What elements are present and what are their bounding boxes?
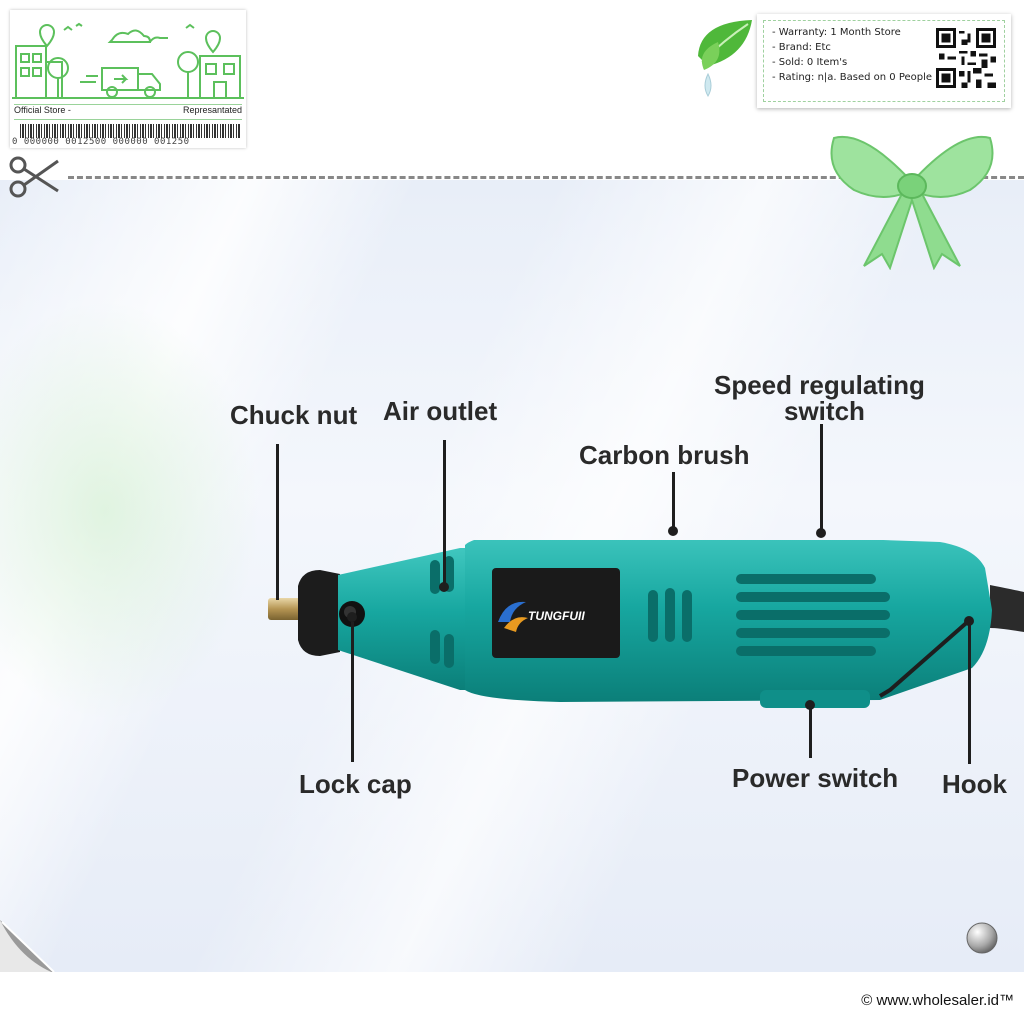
footer-strip	[0, 972, 1024, 1024]
cut-line	[68, 176, 1024, 179]
brand-text: - Brand: Etc	[772, 42, 831, 53]
carbon-brush-leader	[672, 472, 675, 530]
store-label-row: Official Store - Represantated	[14, 104, 242, 120]
power-switch-label: Power switch	[732, 763, 899, 793]
city-delivery-illustration	[12, 22, 244, 99]
qr-code	[936, 28, 996, 88]
product-info-box: - Warranty: 1 Month Store - Brand: Etc -…	[757, 14, 1011, 108]
brand-logo-text: TUNGFUII	[528, 609, 585, 623]
rating-text: - Rating: n|a. Based on 0 People	[772, 72, 933, 83]
barcode-number: 0 000000 0012500 000000 001250	[12, 137, 190, 147]
air-outlet-leader	[443, 440, 446, 586]
warranty-text: - Warranty: 1 Month Store	[772, 27, 901, 38]
power-switch-leader	[809, 706, 812, 758]
speed-switch-label-line2: switch	[784, 396, 865, 426]
sold-text: - Sold: 0 Item's	[772, 57, 848, 68]
lock-cap-label: Lock cap	[299, 769, 412, 799]
ribbon-bow-icon	[830, 136, 994, 270]
speed-switch-leader	[820, 424, 823, 532]
store-right-label: Represantated	[182, 105, 242, 115]
carbon-brush-dot	[668, 526, 678, 536]
lock-cap-leader	[351, 622, 354, 762]
hook-dot	[964, 616, 974, 626]
leaf-icon	[698, 20, 752, 97]
chuck-nut-label: Chuck nut	[230, 400, 358, 430]
hook-label: Hook	[942, 769, 1007, 799]
page-curl-icon	[0, 920, 56, 974]
carbon-brush-label: Carbon brush	[579, 440, 750, 470]
air-outlet-dot	[439, 582, 449, 592]
barcode	[20, 124, 240, 138]
power-switch-dot	[805, 700, 815, 710]
speed-switch-label-line1: Speed regulating	[714, 370, 925, 400]
scissors-icon	[9, 156, 59, 198]
metal-button-icon	[966, 922, 998, 954]
store-left-label: Official Store -	[14, 105, 71, 115]
info-dashed-border: - Warranty: 1 Month Store - Brand: Etc -…	[763, 20, 1005, 102]
background-glow	[0, 300, 260, 720]
speed-switch-dot	[816, 528, 826, 538]
chuck-nut-leader	[276, 444, 279, 600]
lock-cap-dot	[347, 612, 357, 622]
rotary-tool-illustration: TUNGFUII	[268, 540, 1024, 708]
copyright-text: © www.wholesaler.id™	[861, 992, 1014, 1009]
air-outlet-label: Air outlet	[383, 396, 498, 426]
hook-leader	[968, 624, 971, 764]
